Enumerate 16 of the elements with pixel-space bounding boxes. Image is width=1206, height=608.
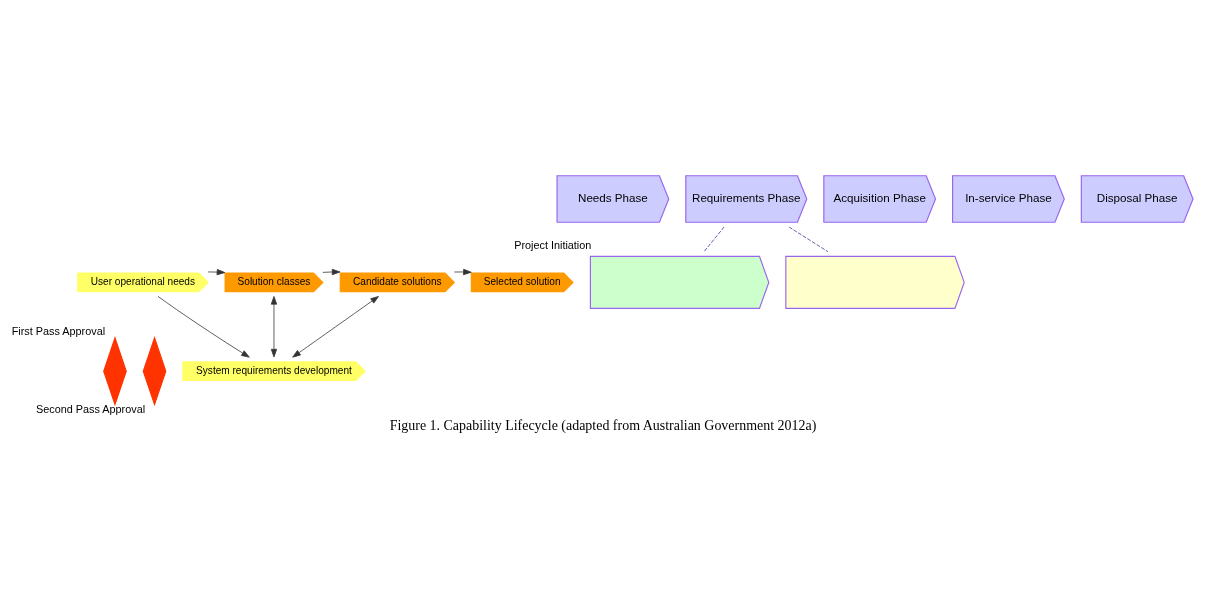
arrow (322, 268, 341, 275)
node-diamond (103, 335, 127, 406)
caption: Figure 1. Capability Lifecycle (adapted from Australian Government 2012a) (389, 417, 817, 433)
connector (703, 226, 725, 252)
arrow (292, 295, 379, 358)
arrow (157, 295, 250, 358)
arrow (453, 268, 472, 275)
arrow (207, 268, 226, 275)
arrow (270, 295, 278, 357)
node-diamond (142, 335, 167, 406)
node-chevron (589, 255, 770, 309)
node-label: Second Pass Approval (35, 402, 146, 415)
node-chevron (785, 255, 965, 309)
node-label: Project Initiation (514, 238, 592, 251)
node-label: First Pass Approval (11, 324, 106, 337)
connector (788, 226, 829, 252)
